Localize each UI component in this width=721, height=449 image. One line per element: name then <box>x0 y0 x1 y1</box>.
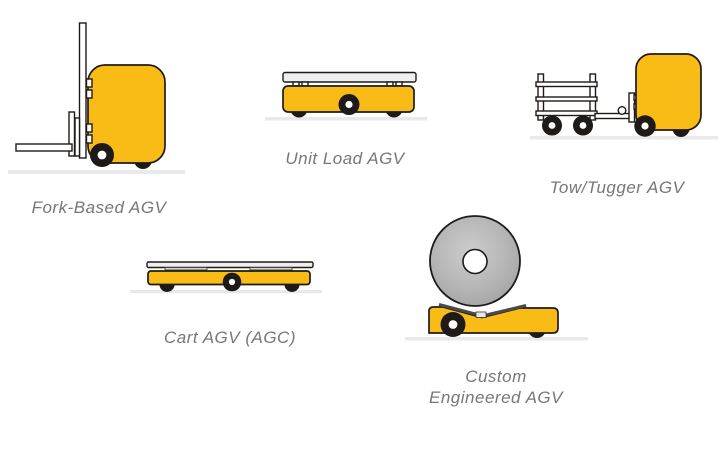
caption-unit-load-agv: Unit Load AGV <box>285 149 405 168</box>
ground-line <box>530 136 718 140</box>
front-wheel <box>90 143 114 167</box>
ground-line <box>265 117 427 121</box>
caption-custom-engineered-agv: Custom Engineered AGV <box>429 367 563 407</box>
caption-fork-based-agv: Fork-Based AGV <box>31 198 167 217</box>
ground-line <box>405 337 588 341</box>
tugger-body <box>635 53 702 131</box>
forklift-mast <box>68 22 87 159</box>
hitch-pin <box>617 105 627 115</box>
figure-unit-load-agv: Unit Load AGV <box>263 68 433 169</box>
coil-cradle <box>438 303 527 318</box>
ground-line <box>8 170 185 174</box>
unit-load-agv-illustration <box>265 71 427 121</box>
figure-tow-tugger-agv: Tow/Tugger AGV <box>528 40 720 198</box>
caption-cart-agv-agc: Cart AGV (AGC) <box>164 328 296 347</box>
ground-line <box>130 290 322 294</box>
fork-based-agv-illustration <box>8 22 185 174</box>
center-wheel <box>338 94 360 115</box>
fork <box>15 143 73 152</box>
load-platform <box>146 261 314 269</box>
coil-center-hole <box>462 248 488 275</box>
tow-bar <box>594 92 640 123</box>
mast-brackets <box>85 78 93 144</box>
figure-custom-engineered-agv: Custom Engineered AGV <box>403 214 590 408</box>
cart-left-wheel <box>542 115 562 136</box>
front-wheel <box>634 115 656 137</box>
center-wheel <box>222 272 242 292</box>
caption-tow-tugger-agv: Tow/Tugger AGV <box>549 178 685 197</box>
load-platform <box>282 71 417 83</box>
platform-supports <box>164 267 293 271</box>
cart-agv-agc-illustration <box>130 261 322 294</box>
vehicle-body <box>87 64 166 164</box>
cart-right-wheel <box>573 115 593 136</box>
figure-cart-agv-agc: Cart AGV (AGC) <box>128 256 324 348</box>
coil-load <box>429 215 521 307</box>
towed-cart <box>535 73 598 136</box>
front-wheel <box>440 312 466 337</box>
custom-engineered-agv-illustration <box>405 215 588 341</box>
figure-fork-based-agv: Fork-Based AGV <box>8 14 190 218</box>
tow-tugger-agv-illustration <box>530 53 718 140</box>
